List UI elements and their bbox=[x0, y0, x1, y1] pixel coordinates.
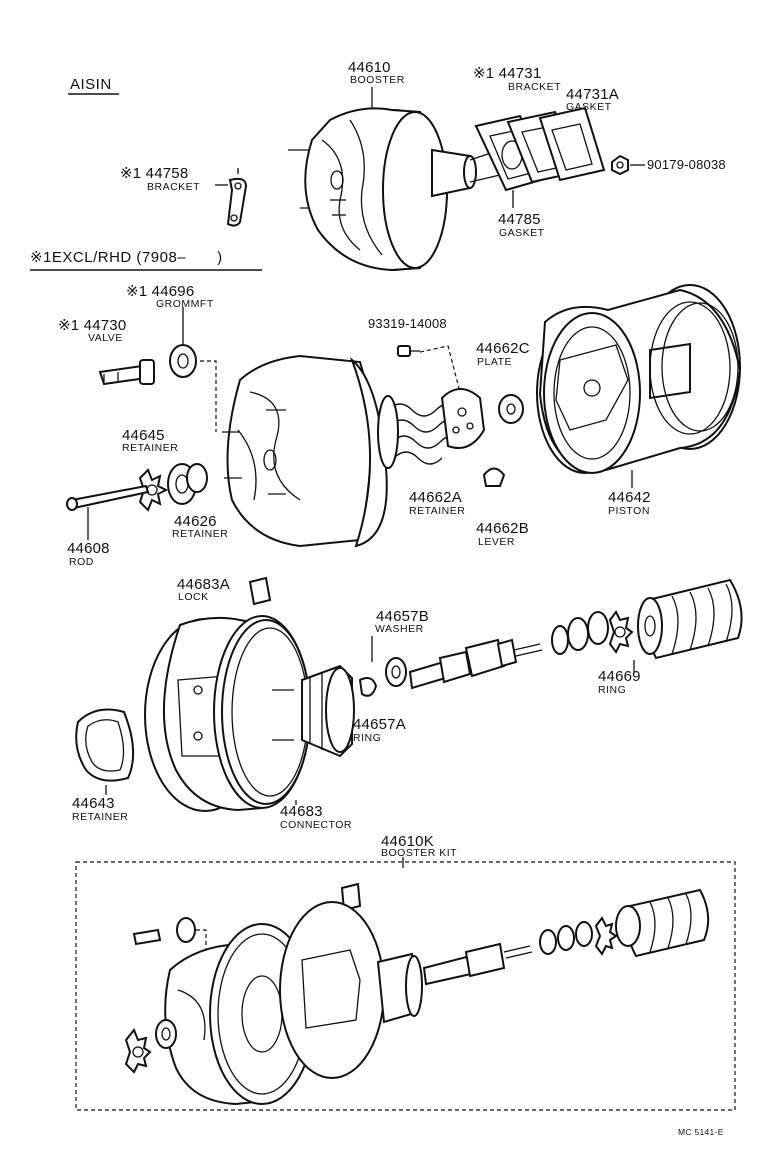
brand-header: AISIN bbox=[70, 76, 112, 93]
callout-44731a-number: 44731A bbox=[566, 86, 619, 103]
callout-44657b-name: WASHER bbox=[375, 623, 424, 635]
callout-44608-number: 44608 bbox=[67, 540, 110, 557]
callout-44662a-number: 44662A bbox=[409, 489, 462, 506]
callout-44626-number: 44626 bbox=[174, 513, 217, 530]
callout-44662b-number: 44662B bbox=[476, 520, 529, 537]
callout-44731-number: ※1 44731 bbox=[473, 65, 542, 82]
callout-44645-number: 44645 bbox=[122, 427, 165, 444]
callout-44683a-number: 44683A bbox=[177, 576, 230, 593]
callout-44683-name: CONNECTOR bbox=[280, 819, 352, 831]
callout-44731-name: BRACKET bbox=[508, 81, 562, 93]
callout-44669-name: RING bbox=[598, 684, 627, 696]
callout-44610k-name: BOOSTER KIT bbox=[381, 847, 458, 859]
callout-44643-name: RETAINER bbox=[72, 811, 129, 823]
callout-44696-name: GROMMFT bbox=[156, 298, 214, 310]
callout-44645-name: RETAINER bbox=[122, 442, 179, 454]
callout-44683-number: 44683 bbox=[280, 803, 323, 820]
callout-44731a-name: GASKET bbox=[566, 101, 612, 113]
callout-44785-name: GASKET bbox=[499, 227, 545, 239]
callout-44669-number: 44669 bbox=[598, 668, 641, 685]
booster-kit-box bbox=[75, 857, 736, 1111]
callout-44626-name: RETAINER bbox=[172, 528, 229, 540]
callout-44657a-number: 44657A bbox=[353, 716, 406, 733]
callout-44642-number: 44642 bbox=[608, 489, 651, 506]
callout-44662b-name: LEVER bbox=[478, 536, 515, 548]
callout-44662c-number: 44662C bbox=[476, 340, 530, 357]
callout-44696-number: ※1 44696 bbox=[126, 283, 195, 300]
drawing-reference: MC 5141-E bbox=[678, 1127, 724, 1137]
callout-90179-number: 90179-08038 bbox=[647, 157, 726, 172]
booster-exploded-middle bbox=[66, 284, 742, 548]
booster-assembly-top bbox=[215, 87, 645, 272]
callout-44643-number: 44643 bbox=[72, 795, 115, 812]
booster-exploded-lower bbox=[75, 576, 743, 812]
applicability-note: ※1EXCL/RHD (7908– ) bbox=[30, 249, 223, 266]
callout-44610-number: 44610 bbox=[348, 59, 391, 76]
callout-44758-name: BRACKET bbox=[147, 181, 201, 193]
callout-44642-name: PISTON bbox=[608, 505, 650, 517]
callout-44730-name: VALVE bbox=[88, 332, 123, 344]
callout-44657a-name: RING bbox=[353, 732, 382, 744]
callout-44730-number: ※1 44730 bbox=[58, 317, 127, 334]
callout-44758-number: ※1 44758 bbox=[120, 165, 189, 182]
callout-44662c-name: PLATE bbox=[477, 356, 512, 368]
callout-44662a-name: RETAINER bbox=[409, 505, 466, 517]
callout-44608-name: ROD bbox=[69, 556, 94, 568]
callout-44657b-number: 44657B bbox=[376, 608, 429, 625]
callout-93319-number: 93319-14008 bbox=[368, 316, 447, 331]
callout-44610k-number: 44610K bbox=[381, 833, 434, 850]
callout-44610-name: BOOSTER bbox=[350, 74, 405, 86]
callout-44785-number: 44785 bbox=[498, 211, 541, 228]
callout-44683a-name: LOCK bbox=[178, 591, 209, 603]
